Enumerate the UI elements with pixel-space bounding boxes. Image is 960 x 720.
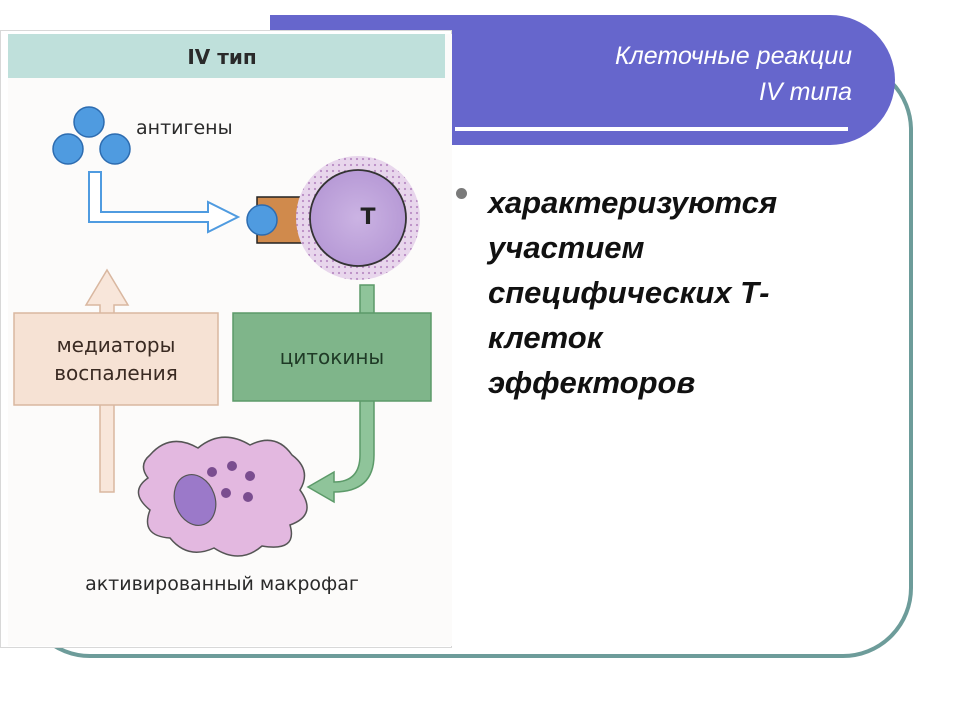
- bullet-dot-icon: [456, 188, 467, 199]
- bullet-line-3: специфических Т-: [488, 275, 770, 310]
- t-cell-label: Т: [360, 205, 375, 230]
- hypersensitivity-diagram: IV тип антигены Т цитокины медиаторы вос…: [13, 45, 432, 595]
- macrophage-label: активированный макрофаг: [85, 573, 359, 595]
- bullet-line-2: участием: [488, 230, 645, 265]
- diagram-header-band: [8, 34, 445, 78]
- antigens-label: антигены: [136, 117, 233, 139]
- mediators-label-line-2: воспаления: [54, 361, 178, 385]
- bullet-text: характеризуются участием специфических Т…: [488, 180, 868, 405]
- bullet-line-1: характеризуются: [488, 185, 778, 220]
- mediators-label-line-1: медиаторы: [57, 333, 176, 357]
- slide-title: Клеточные реакции IV типа: [470, 38, 852, 110]
- antigen-arrow-icon: [88, 171, 241, 234]
- bullet-line-5: эффекторов: [488, 365, 696, 400]
- diagram-header: IV тип: [187, 45, 256, 69]
- bullet-line-4: клеток: [488, 320, 603, 355]
- mediators-box: [13, 312, 219, 406]
- title-underline: [455, 127, 848, 131]
- antigens-icon: [52, 106, 131, 165]
- cytokines-label: цитокины: [280, 345, 384, 369]
- slide-title-line-1: Клеточные реакции: [614, 42, 852, 70]
- cytokines-box: [232, 312, 432, 402]
- t-cell-icon: [309, 169, 407, 267]
- macrophage-granules-icon: [207, 461, 255, 502]
- slide-title-line-2: IV типа: [759, 78, 852, 106]
- macrophage-nucleus-icon: [173, 474, 217, 526]
- bound-antigen-icon: [246, 204, 278, 236]
